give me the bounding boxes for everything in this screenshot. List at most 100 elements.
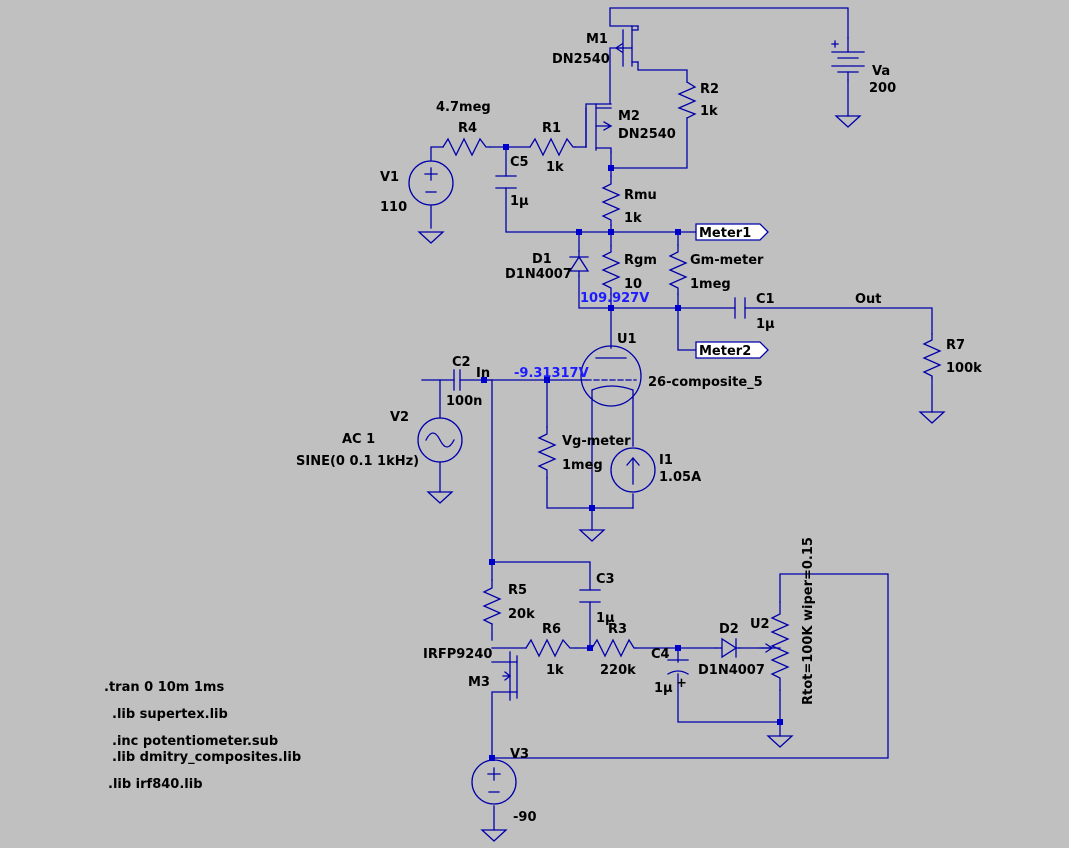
resistor-r1-symbol[interactable] [529,137,576,157]
resistor-vg-meter-symbol[interactable] [537,426,557,479]
directive-lib-composites[interactable]: .lib dmitry_composites.lib [112,750,301,765]
resistor-r5-symbol[interactable] [482,579,502,625]
directive-lib-supertex[interactable]: .lib supertex.lib [112,707,228,722]
triode-u1-symbol[interactable] [580,345,642,407]
potentiometer-u2-symbol[interactable] [759,601,790,691]
rgm-value-label: 10 [624,277,642,292]
u1-ref-label: U1 [617,332,637,347]
c5-value-label: 1µ [510,194,529,209]
vg-meter-ref-label: Vg-meter [562,434,631,449]
d2-ref-label: D2 [719,622,739,637]
m1-ref-label: M1 [586,32,608,47]
directive-inc-potentiometer[interactable]: .inc potentiometer.sub [112,734,278,749]
resistor-r3-symbol[interactable] [591,638,637,658]
r1-ref-label: R1 [542,121,561,136]
voltage-source-v1-symbol[interactable] [408,160,454,206]
m2-value-label: DN2540 [618,127,676,142]
resistor-r7-symbol[interactable] [922,333,942,379]
m1-value-label: DN2540 [552,52,610,67]
c2-value-label: 100n [446,394,482,409]
meter1-net-label: Meter1 [699,226,751,241]
u2-value-label: Rtot=100K wiper=0.15 [801,537,816,705]
v2-ref-label: V2 [390,410,409,425]
mosfet-m1-symbol[interactable] [614,25,639,67]
rmu-ref-label: Rmu [624,188,657,203]
capacitor-c2-symbol[interactable] [453,369,461,391]
c1-value-label: 1µ [756,317,775,332]
m2-ref-label: M2 [618,109,640,124]
c1-ref-label: C1 [756,292,775,307]
rgm-ref-label: Rgm [624,253,657,268]
i1-ref-label: I1 [659,453,673,468]
c5-ref-label: C5 [510,155,529,170]
wires [421,7,933,831]
net-flag-meter2-shape [695,341,769,359]
current-source-i1-symbol[interactable] [610,447,656,493]
resistor-r2-symbol[interactable] [677,81,697,119]
r7-value-label: 100k [946,361,982,376]
d1-value-label: D1N4007 [505,267,572,282]
r6-ref-label: R6 [542,622,561,637]
net-flag-meter1-shape [695,223,769,241]
r6-value-label: 1k [546,663,564,678]
grid-voltage-label: -9.31317V [514,366,589,381]
capacitor-c1-symbol[interactable] [734,297,746,319]
v1-value-label: 110 [380,200,407,215]
resistor-rmu-symbol[interactable] [601,175,621,226]
v2-value-line2-label: SINE(0 0.1 1kHz) [296,454,419,469]
v2-value-line1-label: AC 1 [342,432,375,447]
cathode-voltage-label: 109.927V [580,291,649,306]
ground-symbols [417,115,946,842]
r3-ref-label: R3 [608,622,627,637]
capacitor-c4-symbol[interactable] [667,659,689,675]
directive-lib-irf840[interactable]: .lib irf840.lib [108,777,203,792]
in-net-label: In [476,366,490,381]
battery-va-symbol[interactable] [831,37,865,81]
meter2-net-label: Meter2 [699,344,751,359]
v3-value-label: -90 [513,810,537,825]
resistor-gm-meter-symbol[interactable] [668,244,688,295]
r4-ref-label: R4 [458,121,477,136]
c3-value-label: 1µ [596,611,615,626]
m3-ref-label: M3 [468,675,490,690]
capacitor-c5-symbol[interactable] [495,175,517,189]
junction-dots [481,144,783,761]
diode-d1-symbol[interactable] [568,250,590,277]
diode-d2-symbol[interactable] [715,637,741,659]
capacitor-c3-symbol[interactable] [579,589,601,603]
gm-meter-ref-label: Gm-meter [690,253,764,268]
voltage-source-v3-symbol[interactable] [471,759,517,805]
va-value-label: 200 [869,81,896,96]
c4-ref-label: C4 [651,647,670,662]
va-ref-label: Va [872,64,890,79]
resistor-r4-symbol[interactable] [442,137,491,157]
d2-value-label: D1N4007 [698,663,765,678]
resistor-r6-symbol[interactable] [525,638,577,658]
r2-value-label: 1k [700,104,718,119]
c3-ref-label: C3 [596,572,615,587]
u2-ref-label: U2 [750,617,770,632]
mosfet-m2-symbol[interactable] [585,103,613,153]
u1-value-label: 26-composite_5 [648,375,763,390]
voltage-source-v2-symbol[interactable] [417,417,463,463]
m3-value-label: IRFP9240 [423,647,492,662]
out-net-label: Out [855,292,882,307]
mosfet-m3-symbol[interactable] [502,651,518,701]
c4-value-label: 1µ [654,681,673,696]
d1-ref-label: D1 [532,252,552,267]
v3-ref-label: V3 [510,747,529,762]
directive-tran[interactable]: .tran 0 10m 1ms [104,680,224,695]
resistor-rgm-symbol[interactable] [601,245,621,295]
c2-ref-label: C2 [452,355,471,370]
r4-value-label: 4.7meg [436,100,491,115]
r2-ref-label: R2 [700,82,719,97]
v1-ref-label: V1 [380,170,399,185]
r5-ref-label: R5 [508,583,527,598]
r5-value-label: 20k [508,607,535,622]
vg-meter-value-label: 1meg [562,458,603,473]
gm-meter-value-label: 1meg [690,277,731,292]
r7-ref-label: R7 [946,338,965,353]
r1-value-label: 1k [546,160,564,175]
c4-plus-label: + [676,676,687,691]
